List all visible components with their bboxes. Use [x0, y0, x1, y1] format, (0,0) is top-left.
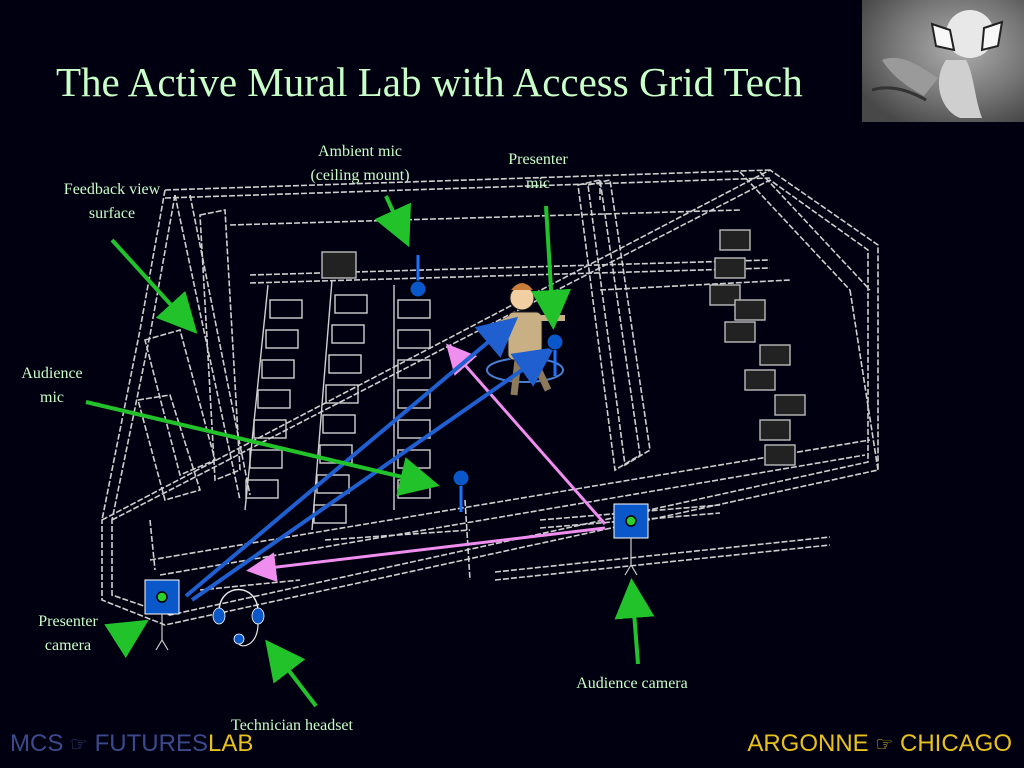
chair-rows — [244, 229, 806, 531]
footer-chicago: CHICAGO — [899, 730, 1012, 757]
audience-camera-icon — [613, 503, 649, 576]
presenter-camera-signals — [184, 316, 555, 602]
label-audience-mic: Audience mic — [21, 365, 83, 406]
ambient-mic-icon — [409, 255, 427, 298]
arrow-audience-mic — [85, 400, 440, 497]
pointer-arrows — [85, 195, 655, 708]
footer-left: MCS ☞ FUTURESLAB — [10, 730, 253, 758]
arrow-feedback-view — [110, 238, 198, 334]
room-wireframe — [101, 169, 879, 626]
footer-futures: FUTURES — [94, 730, 208, 757]
logo-image — [862, 0, 1024, 122]
label-presenter-mic: Presenter mic — [508, 151, 568, 192]
arrow-technician-headset — [265, 639, 318, 708]
signal-to-presenter-2 — [190, 347, 555, 602]
slide-title: The Active Mural Lab with Access Grid Te… — [56, 59, 803, 105]
arrow-presenter-mic — [531, 205, 572, 330]
presenter-mic-icon — [546, 333, 564, 376]
label-ambient-mic: Ambient mic (ceiling mount) — [310, 143, 410, 184]
label-feedback-view: Feedback view surface — [63, 181, 161, 222]
audience-mic-icon — [452, 469, 470, 512]
label-audience-camera: Audience camera — [576, 675, 688, 692]
label-technician-headset: Technician headset — [231, 717, 353, 734]
chair-column-2 — [311, 279, 368, 531]
arrow-audience-camera — [614, 578, 655, 665]
headset-icon — [212, 588, 265, 647]
signal-to-front — [246, 526, 606, 583]
audience-camera-signals — [246, 343, 607, 583]
chair-right-stack — [321, 229, 806, 466]
footer-right: ARGONNE ☞ CHICAGO — [747, 730, 1012, 758]
arrow-ambient-mic — [374, 195, 411, 248]
arrow-presenter-camera — [104, 619, 149, 659]
pointing-hand-icon: ☞ — [70, 732, 88, 756]
presenter-camera-icon — [144, 579, 180, 651]
footer-lab: LAB — [207, 730, 254, 757]
footer-argonne: ARGONNE — [747, 730, 869, 757]
signal-to-presenter-1 — [184, 316, 519, 598]
signal-to-presenter — [446, 343, 607, 525]
pointing-hand-icon: ☞ — [875, 732, 894, 756]
footer-mcs: MCS — [10, 730, 64, 757]
label-presenter-camera: Presenter camera — [38, 613, 98, 654]
chair-column-1 — [244, 284, 303, 511]
